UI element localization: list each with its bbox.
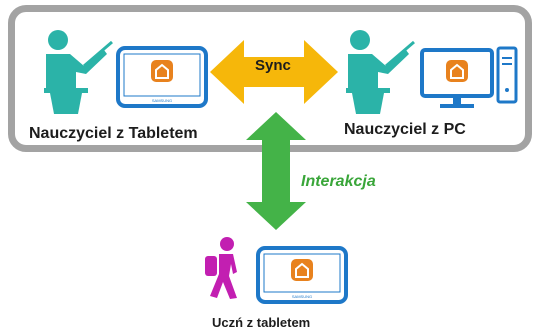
interaction-label: Interakcja [301,173,376,190]
teacher-tablet-label: Nauczyciel z Tabletem [29,125,198,142]
interaction-arrow [246,112,306,230]
student-icon [205,237,237,299]
monitor-icon [420,48,494,108]
sync-label: Sync [255,57,291,74]
student-label: Uczń z tabletem [212,315,311,330]
tablet-brand: SAMSUNG [292,294,312,299]
teacher-icon [44,30,113,114]
sync-arrow [210,40,338,104]
tablet-icon: SAMSUNG [116,46,208,108]
teacher-icon [346,30,415,114]
tablet-brand: SAMSUNG [152,98,172,103]
teacher-pc-label: Nauczyciel z PC [344,121,466,138]
pc-tower-icon [496,46,518,104]
tablet-icon: SAMSUNG [256,246,348,304]
